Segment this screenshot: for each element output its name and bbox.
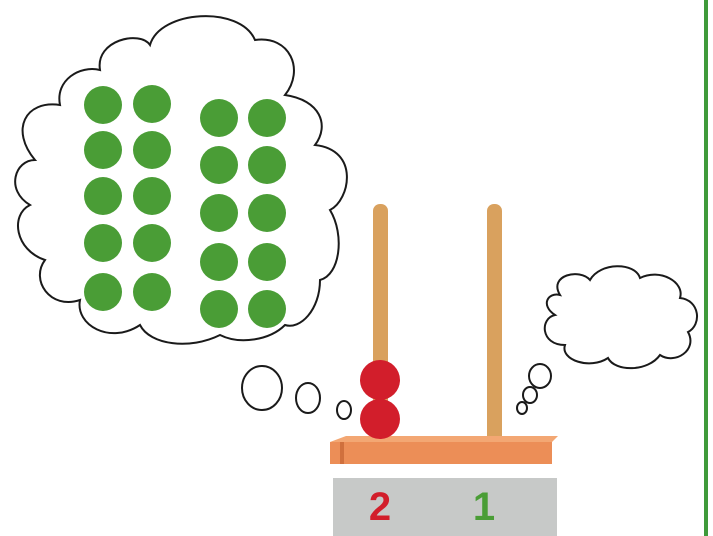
place-value-label-bar: 2 1 — [333, 478, 557, 536]
ones-label: 1 — [454, 478, 514, 536]
counter — [248, 99, 286, 137]
counter — [84, 177, 122, 215]
right-bubble-medium — [523, 387, 537, 403]
abacus-base-end — [340, 442, 344, 464]
ones-rod — [487, 204, 502, 444]
counter — [84, 224, 122, 262]
counter — [133, 85, 171, 123]
counter — [133, 131, 171, 169]
tens-label: 2 — [350, 478, 410, 536]
counter — [84, 131, 122, 169]
counter — [200, 243, 238, 281]
left-thought-cloud — [15, 16, 347, 344]
left-bubble-large — [242, 366, 282, 410]
abacus-base-top — [330, 436, 558, 442]
abacus-base — [330, 442, 552, 464]
right-bubble-large — [529, 364, 551, 388]
tens-bead — [360, 360, 400, 400]
left-bubble-small — [337, 401, 351, 419]
counter — [200, 99, 238, 137]
counter — [133, 177, 171, 215]
counter — [248, 146, 286, 184]
counter — [84, 86, 122, 124]
counter — [84, 273, 122, 311]
counter — [248, 194, 286, 232]
counter — [248, 290, 286, 328]
counter — [248, 243, 286, 281]
counter — [200, 290, 238, 328]
right-thought-cloud — [545, 266, 697, 368]
counter — [200, 146, 238, 184]
counter — [133, 273, 171, 311]
right-bubble-small — [517, 402, 527, 414]
left-bubble-medium — [296, 383, 320, 413]
counter — [200, 194, 238, 232]
tens-bead — [360, 399, 400, 439]
right-border — [704, 0, 708, 536]
counter — [133, 224, 171, 262]
